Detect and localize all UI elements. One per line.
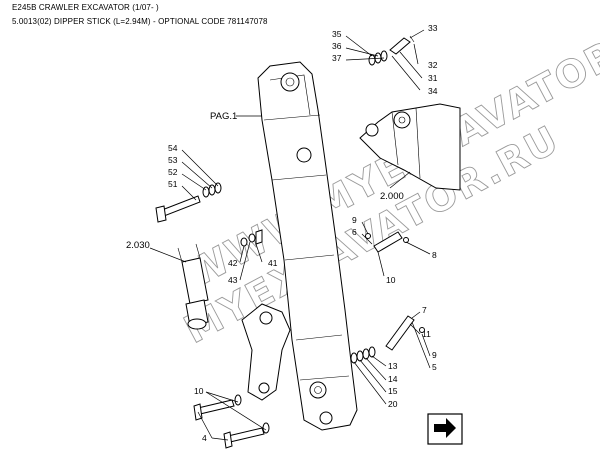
callout-37: 37 [332,53,342,63]
callout-14: 14 [388,374,398,384]
small-parts-41-43 [240,229,263,247]
callout-53: 53 [168,155,178,165]
next-page-arrow-icon[interactable] [427,413,463,445]
cylinder [177,243,209,330]
callout-15: 15 [388,386,398,396]
callout-41: 41 [268,258,278,268]
dipper-stick [257,61,358,431]
callout-51: 51 [168,179,178,189]
callout-36: 36 [332,41,342,51]
callout-31: 31 [428,73,438,83]
callout-54: 54 [168,143,178,153]
callout-42: 42 [228,258,238,268]
bolt-51 [155,182,222,223]
link-arm [241,303,291,401]
callout-10-right: 10 [386,275,396,285]
callout-32: 32 [428,60,438,70]
header-model: E245B CRAWLER EXCAVATOR (1/07- ) [12,3,159,12]
callout-52: 52 [168,167,178,177]
callout-2030: 2.030 [126,240,150,251]
callout-5: 5 [432,362,437,372]
callout-9-lower: 9 [432,350,437,360]
pin-5 [350,315,425,364]
callout-20: 20 [388,399,398,409]
leader-lines [149,29,431,441]
callout-6: 6 [352,227,357,237]
callout-4: 4 [202,433,207,443]
callout-13: 13 [388,361,398,371]
callout-labels: 33 35 36 37 32 31 34 PAG.1 54 53 52 51 2… [126,23,438,443]
boom-section [359,103,461,191]
callout-11: 11 [422,329,431,339]
callout-pag1: PAG.1 [210,111,237,122]
pin-6 [365,231,409,253]
callout-2000: 2.000 [380,191,404,202]
pin-set-top [368,35,415,66]
callout-8: 8 [432,250,437,260]
callout-7: 7 [422,305,427,315]
callout-34: 34 [428,86,438,96]
callout-10-left: 10 [194,386,204,396]
callout-35: 35 [332,29,342,39]
callout-43: 43 [228,275,238,285]
header-section: 5.0013(02) DIPPER STICK (L=2.94M) - OPTI… [12,17,268,26]
callout-9-upper: 9 [352,215,357,225]
callout-33: 33 [428,23,438,33]
